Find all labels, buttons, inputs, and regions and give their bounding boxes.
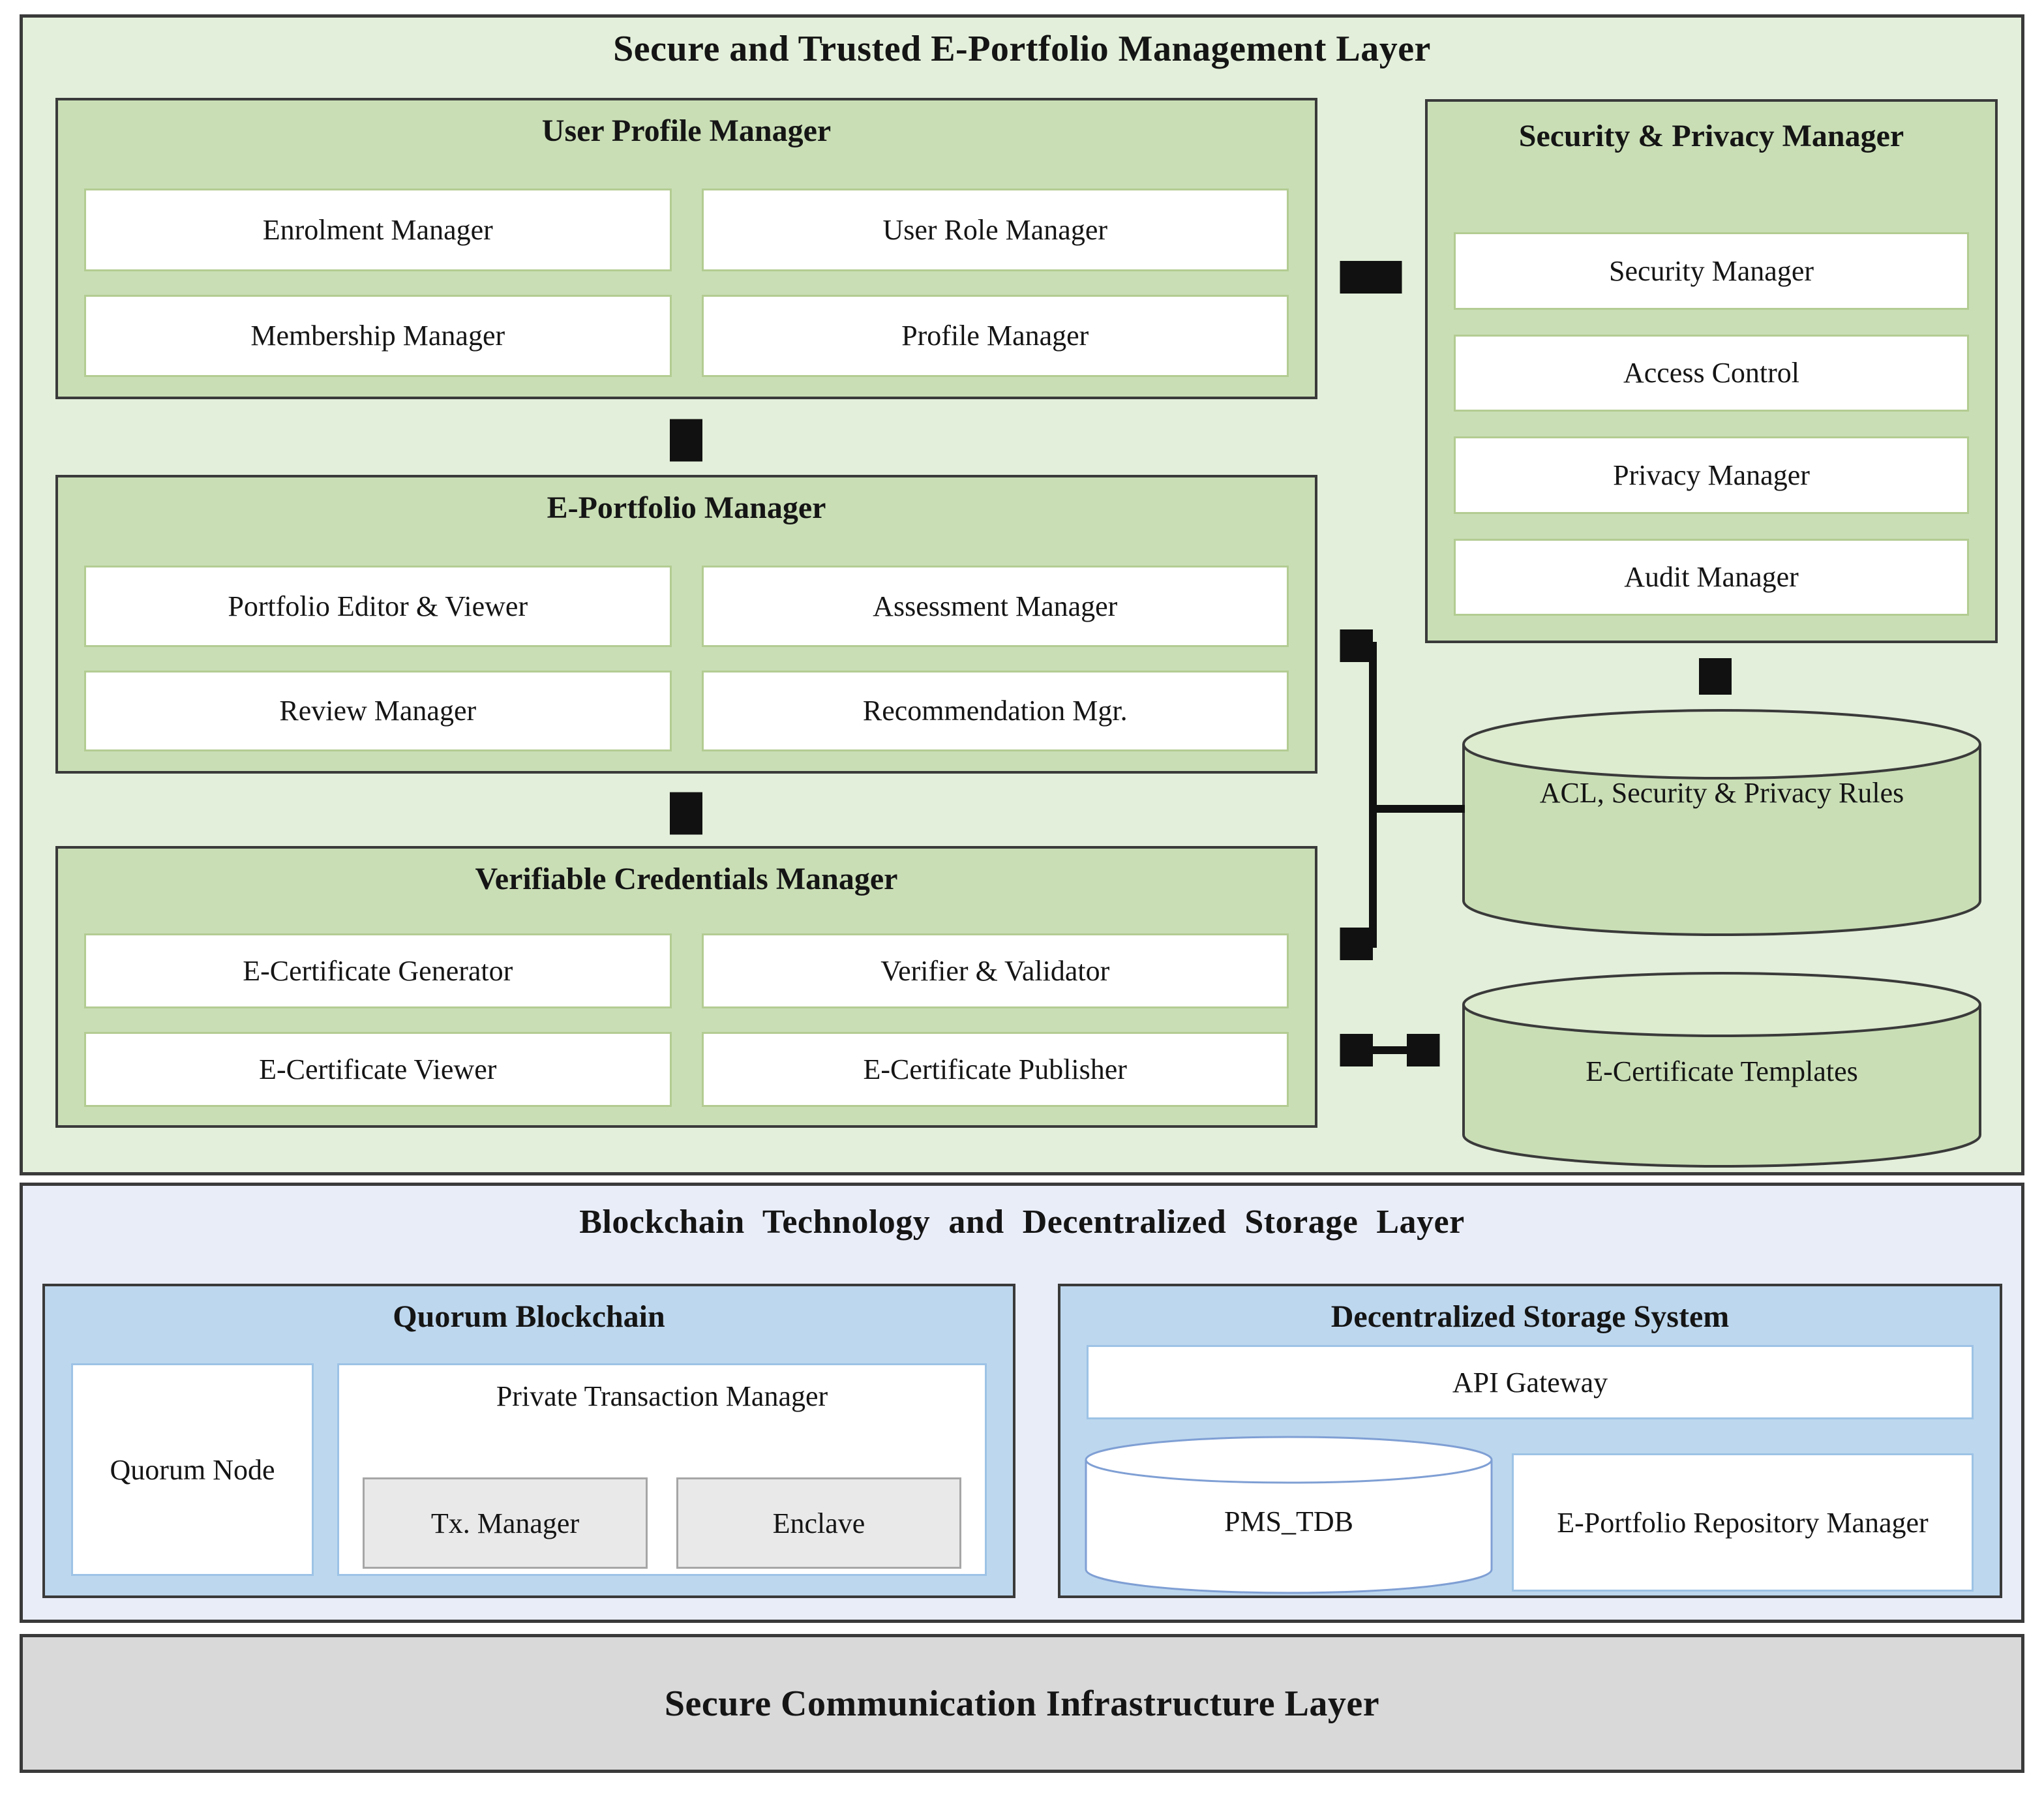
module-ecert-generator: E-Certificate Generator xyxy=(84,933,672,1008)
api-gateway-box: API Gateway xyxy=(1087,1345,1974,1419)
module-ecert-viewer: E-Certificate Viewer xyxy=(84,1032,672,1107)
module-portfolio-editor-viewer: Portfolio Editor & Viewer xyxy=(84,566,672,647)
module-ecert-publisher: E-Certificate Publisher xyxy=(701,1032,1289,1107)
private-transaction-manager-children: Tx. Manager Enclave xyxy=(363,1477,961,1569)
communication-layer: Secure Communication Infrastructure Laye… xyxy=(20,1634,2024,1773)
eportfolio-manager-box: E-Portfolio Manager Portfolio Editor & V… xyxy=(55,475,1317,774)
ecert-templates-datastore-label: E-Certificate Templates xyxy=(1586,1055,1858,1087)
eportfolio-manager-items: Portfolio Editor & Viewer Assessment Man… xyxy=(84,566,1289,751)
communication-layer-title: Secure Communication Infrastructure Laye… xyxy=(664,1683,1380,1724)
private-transaction-manager-box: Private Transaction Manager Tx. Manager … xyxy=(337,1363,987,1576)
enclave-box: Enclave xyxy=(676,1477,961,1569)
module-audit-manager: Audit Manager xyxy=(1454,538,1969,616)
ecert-templates-datastore-cylinder xyxy=(1462,972,1981,1168)
pms-tdb-datastore-cylinder xyxy=(1085,1436,1493,1594)
verifiable-credentials-manager-items: E-Certificate Generator Verifier & Valid… xyxy=(84,933,1289,1107)
quorum-blockchain-box: Quorum Blockchain Quorum Node Private Tr… xyxy=(42,1284,1015,1598)
module-verifier-validator: Verifier & Validator xyxy=(701,933,1289,1008)
pms-tdb-datastore-label: PMS_TDB xyxy=(1224,1505,1354,1537)
module-privacy-manager: Privacy Manager xyxy=(1454,436,1969,514)
module-profile-manager: Profile Manager xyxy=(701,294,1289,377)
user-profile-manager-title: User Profile Manager xyxy=(541,113,832,148)
module-user-role-manager: User Role Manager xyxy=(701,189,1289,271)
management-layer-title: Secure and Trusted E-Portfolio Managemen… xyxy=(613,29,1431,69)
security-privacy-manager-box: Security & Privacy Manager Security Mana… xyxy=(1425,99,1998,643)
module-recommendation-manager: Recommendation Mgr. xyxy=(701,670,1289,751)
blockchain-layer-title: Blockchain Technology and Decentralized … xyxy=(579,1203,1465,1241)
security-privacy-manager-items: Security Manager Access Control Privacy … xyxy=(1454,232,1969,616)
eportfolio-repository-manager-box: E-Portfolio Repository Manager xyxy=(1512,1453,1974,1592)
tx-manager-box: Tx. Manager xyxy=(363,1477,648,1569)
acl-rules-datastore-cylinder xyxy=(1462,709,1981,936)
quorum-blockchain-title: Quorum Blockchain xyxy=(393,1299,665,1334)
security-privacy-manager-title: Security & Privacy Manager xyxy=(1518,119,1904,153)
module-assessment-manager: Assessment Manager xyxy=(701,566,1289,647)
eportfolio-manager-title: E-Portfolio Manager xyxy=(547,491,826,525)
module-membership-manager: Membership Manager xyxy=(84,294,672,377)
verifiable-credentials-manager-box: Verifiable Credentials Manager E-Certifi… xyxy=(55,846,1317,1128)
quorum-node-box: Quorum Node xyxy=(71,1363,314,1576)
private-transaction-manager-title: Private Transaction Manager xyxy=(496,1380,828,1412)
user-profile-manager-box: User Profile Manager Enrolment Manager U… xyxy=(55,98,1317,399)
module-access-control: Access Control xyxy=(1454,334,1969,412)
decentralized-storage-title: Decentralized Storage System xyxy=(1330,1299,1730,1334)
module-enrolment-manager: Enrolment Manager xyxy=(84,189,672,271)
module-security-manager: Security Manager xyxy=(1454,232,1969,310)
module-review-manager: Review Manager xyxy=(84,670,672,751)
decentralized-storage-box: Decentralized Storage System API Gateway… xyxy=(1058,1284,2002,1598)
user-profile-manager-items: Enrolment Manager User Role Manager Memb… xyxy=(84,189,1289,377)
acl-rules-datastore-label: ACL, Security & Privacy Rules xyxy=(1539,777,1904,809)
verifiable-credentials-manager-title: Verifiable Credentials Manager xyxy=(475,862,898,896)
